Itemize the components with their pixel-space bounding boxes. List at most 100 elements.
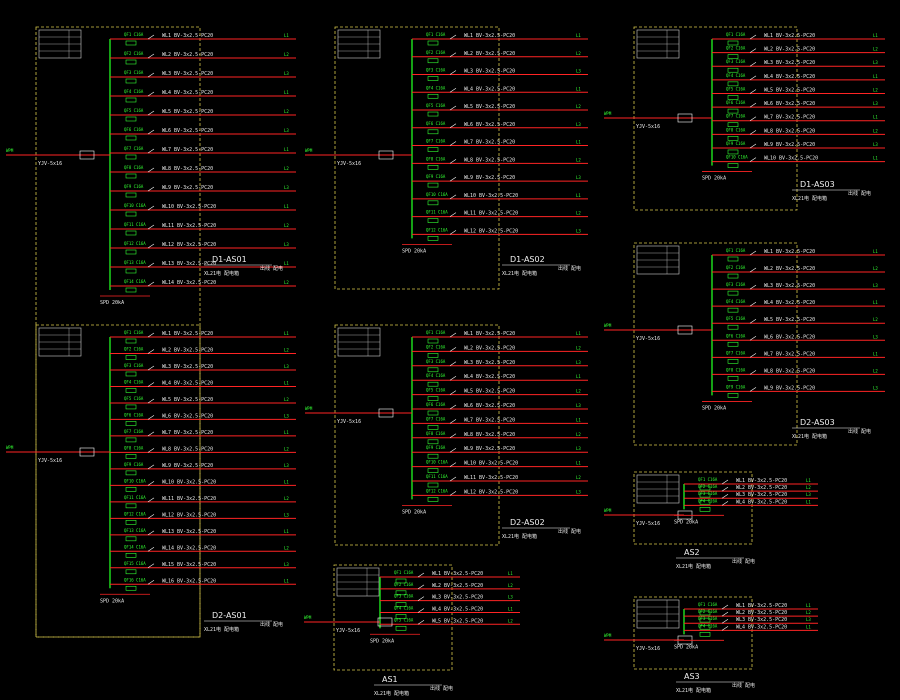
device-box [727,163,739,168]
incoming-tag: WPM [305,406,313,411]
cable-spec: WL3 BV-3x2.5-PC20 [162,71,213,77]
panel-frame [633,471,753,545]
phase-tag: L1 [284,90,289,95]
device-box [727,359,739,364]
switch-contact [147,224,155,230]
device-box [427,129,439,135]
cable-spec: WL1 BV-3x2.5-PC20 [464,331,515,337]
panel-subtitle: XL21电 配电箱 [792,195,827,202]
cable-spec: WL8 BV-3x2.5-PC20 [162,446,213,452]
phase-tag: L2 [284,347,289,352]
breaker-label: QF1 C16A [394,570,414,575]
incoming-cable: YJV-5x16 [636,646,660,652]
cable-spec: WL8 BV-3x2.5-PC20 [464,157,515,163]
cable-spec: WL11 BV-3x2.5-PC20 [162,223,216,229]
switch-contact [749,61,757,67]
phase-tag: L2 [576,51,581,56]
device-box [727,54,739,59]
breaker-label: QF13 C16A [124,528,146,533]
cable-spec: WL4 BV-3x2.5-PC20 [764,300,815,306]
cable-spec: WL1 BV-3x2.5-PC20 [764,249,815,255]
cable-spec: WL4 BV-3x2.5-PC20 [736,624,787,630]
cable-spec: WL7 BV-3x2.5-PC20 [464,140,515,146]
switch-contact [721,611,729,617]
spd-label: SPD 20kA [100,598,124,604]
switch-contact [147,243,155,249]
device-box [125,192,137,198]
breaker-label: QF2 C16A [124,346,144,351]
breaker-label: QF3 C16A [698,491,718,496]
device-box [395,590,407,596]
breaker-label: QF9 C16A [426,174,446,179]
device-box [699,485,711,491]
device-box [125,454,137,459]
incoming-tag: WPM [604,633,612,638]
phase-tag: L1 [806,478,811,483]
phase-tag: L1 [873,74,878,79]
cable-spec: WL9 BV-3x2.5-PC20 [764,385,815,391]
switch-contact [749,353,757,358]
breaker-label: QF12 C16A [124,241,146,246]
cable-spec: WL9 BV-3x2.5-PC20 [764,142,815,148]
phase-tag: L1 [576,140,581,145]
cable-spec: WL3 BV-3x2.5-PC20 [464,360,515,366]
device-box [125,470,137,476]
switch-contact [749,75,757,81]
phase-tag: L2 [284,446,289,451]
spd-label: SPD 20kA [370,638,394,644]
switch-contact [449,176,457,182]
device-box [427,453,439,459]
phase-tag: L1 [806,603,811,608]
cable-spec: WL10 BV-3x2.5-PC20 [764,156,818,162]
breaker-label: QF12 C16A [426,227,448,232]
cable-spec: WL2 BV-3x2.5-PC20 [464,51,515,57]
device-box [727,341,739,347]
phase-tag: L1 [284,529,289,534]
cable-spec: WL15 BV-3x2.5-PC20 [162,562,216,568]
device-box [427,236,439,241]
device-box [427,40,439,46]
switch-contact [449,88,457,93]
device-box [427,76,439,81]
switch-contact [417,584,425,590]
switch-contact [147,497,155,503]
breaker-label: QF7 C16A [124,146,144,151]
incoming-cable: YJV-5x16 [337,161,361,167]
switch-contact [449,159,457,164]
cable-spec: WL14 BV-3x2.5-PC20 [162,280,216,286]
switch-contact [147,431,155,437]
breaker-label: QF9 C16A [124,184,144,189]
switch-contact [749,301,757,307]
breaker-label: QF1 C16A [698,477,718,482]
phase-tag: L1 [284,147,289,152]
switch-contact [749,143,757,149]
breaker-label: QF5 C16A [426,388,446,393]
device-box [427,381,439,387]
main-breaker [378,408,394,418]
phase-tag: L1 [806,499,811,504]
cable-spec: WL3 BV-3x2.5-PC20 [432,595,483,601]
breaker-label: QF7 C16A [726,350,746,355]
phase-tag: L2 [576,389,581,394]
phase-tag: L3 [873,385,878,390]
device-box [427,111,439,117]
device-box [727,95,739,100]
